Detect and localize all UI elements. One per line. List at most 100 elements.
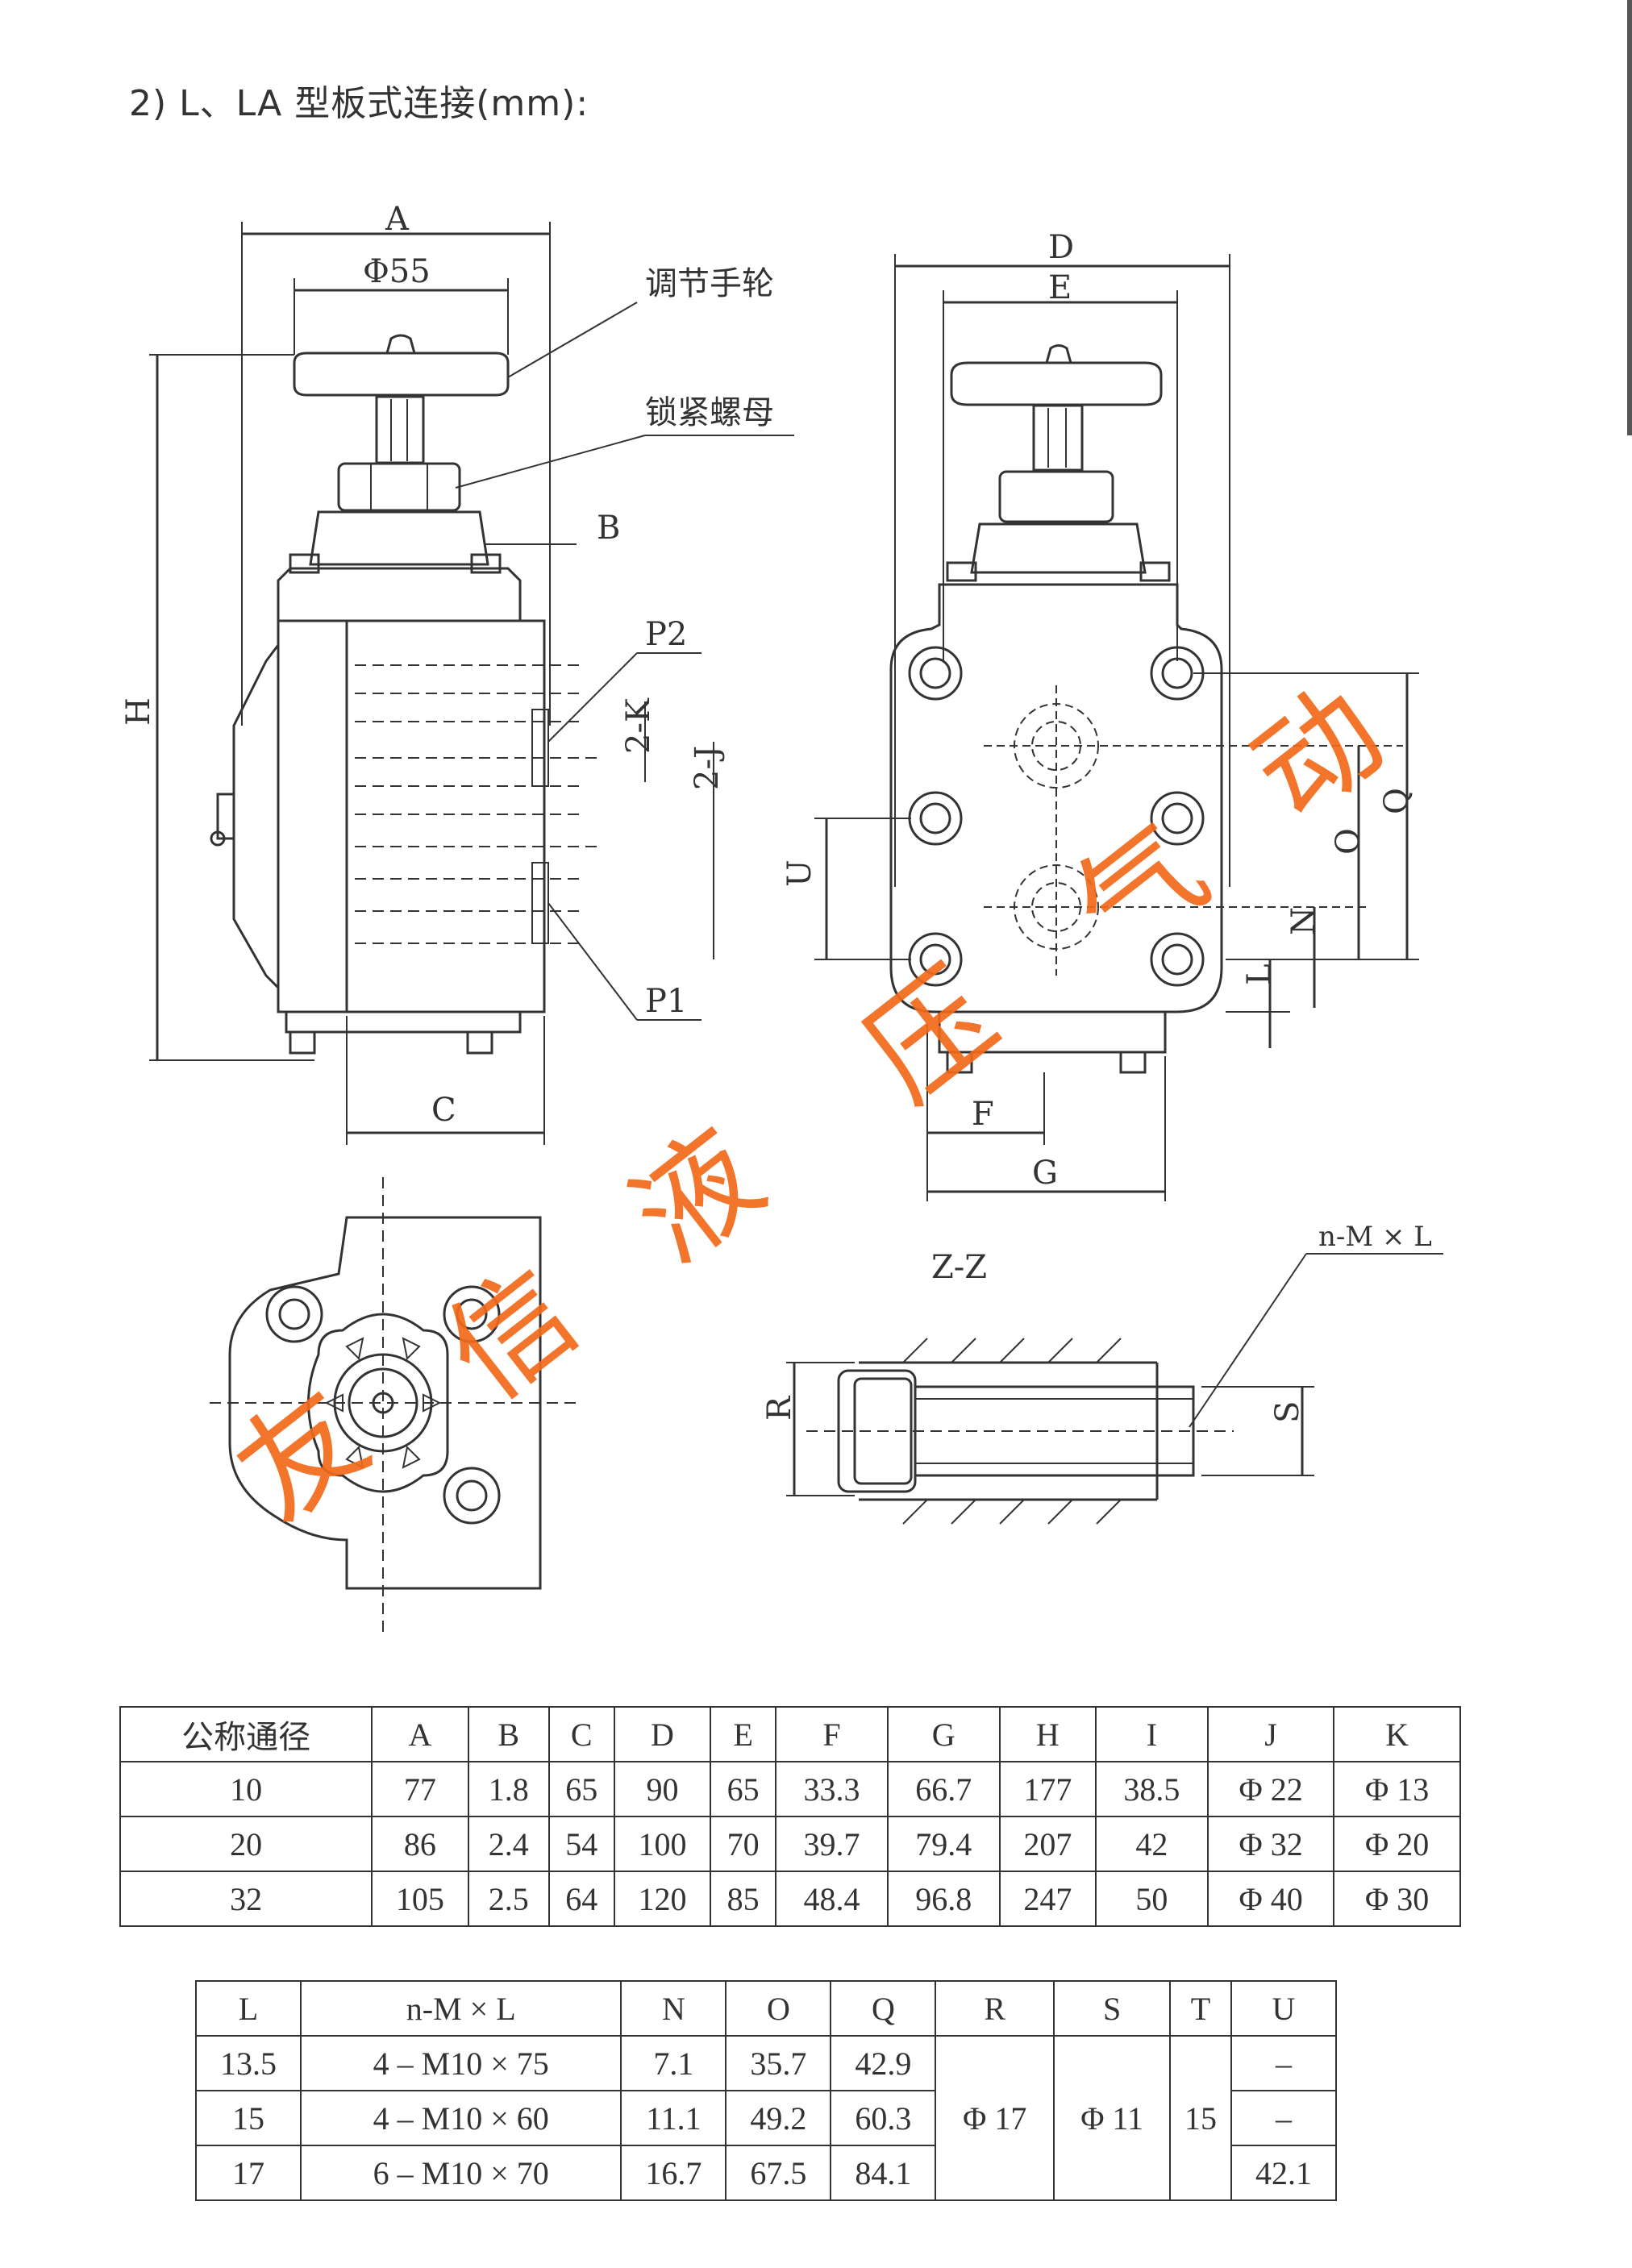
dim-f-label: F xyxy=(972,1096,994,1133)
table-cell: 105 xyxy=(371,1871,469,1927)
table-header-cell: S xyxy=(1053,1980,1172,2037)
table-cell: 1.8 xyxy=(467,1761,550,1817)
dim-phi55-label: Φ55 xyxy=(363,253,431,290)
table-cell: 70 xyxy=(710,1816,777,1872)
table-cell: 17 xyxy=(195,2145,302,2201)
table-cell: 33.3 xyxy=(775,1761,889,1817)
table-cell: 2.5 xyxy=(467,1871,550,1927)
table-cell: 7.1 xyxy=(620,2035,727,2091)
table-cell: 65 xyxy=(710,1761,777,1817)
table-cell: Φ 13 xyxy=(1333,1761,1461,1817)
table-cell: 79.4 xyxy=(886,1816,1001,1872)
p2-label: P2 xyxy=(645,616,687,653)
table-header-cell: R xyxy=(935,1980,1055,2037)
dim-c-label: C xyxy=(431,1092,456,1129)
page-heading: 2) L、LA 型板式连接(mm): xyxy=(129,83,589,124)
table-header-cell: G xyxy=(886,1706,1001,1762)
table-row: 15 4 – M10 × 60 11.1 49.2 60.3 – xyxy=(195,2090,1338,2146)
table-row: 10 77 1.8 65 90 65 33.3 66.7 177 38.5 Φ … xyxy=(119,1761,1461,1817)
table-cell: 85 xyxy=(710,1871,777,1927)
table-cell: 35.7 xyxy=(725,2035,832,2091)
table-header-cell: N xyxy=(620,1980,727,2037)
table-row: 13.5 4 – M10 × 75 7.1 35.7 42.9 Φ 17 Φ 1… xyxy=(195,2035,1338,2201)
table-cell-merged-s: Φ 11 xyxy=(1053,2035,1172,2201)
table-cell: 84.1 xyxy=(830,2145,937,2201)
table-cell: 65 xyxy=(547,1761,615,1817)
table-cell: 67.5 xyxy=(725,2145,832,2201)
handwheel-label: 调节手轮 xyxy=(645,265,774,302)
dim-n-label: N xyxy=(1285,907,1322,935)
table-cell: 4 – M10 × 60 xyxy=(299,2090,622,2146)
table-cell: 64 xyxy=(547,1871,615,1927)
dim-h-label: H xyxy=(120,697,157,726)
dim-2j-label: 2-J xyxy=(689,746,726,790)
table-header-row: L n-M × L N O Q R S T U xyxy=(195,1980,1338,2037)
bottom-view xyxy=(210,1177,581,1637)
table-cell: 42 xyxy=(1095,1816,1209,1872)
table-cell: 32 xyxy=(119,1871,373,1927)
table-header-cell: U xyxy=(1230,1980,1338,2037)
table-cell: 15 xyxy=(195,2090,302,2146)
dim-a-label: A xyxy=(385,201,410,238)
table-cell: – xyxy=(1230,2035,1338,2091)
dim-e-label: E xyxy=(1048,269,1072,306)
table-cell: 54 xyxy=(547,1816,615,1872)
table-cell: 2.4 xyxy=(467,1816,550,1872)
table-header-cell: K xyxy=(1333,1706,1461,1762)
table-row: 32 105 2.5 64 120 85 48.4 96.8 247 50 Φ … xyxy=(119,1871,1461,1927)
table-cell: 96.8 xyxy=(886,1871,1001,1927)
dimension-table-2: L n-M × L N O Q R S T U 13.5 4 – M10 × 7… xyxy=(195,1980,1338,2201)
table-cell: 90 xyxy=(613,1761,712,1817)
dim-q-label: Q xyxy=(1378,788,1415,814)
table-cell: 10 xyxy=(119,1761,373,1817)
section-zz-label: Z-Z xyxy=(931,1249,987,1286)
table-header-cell: A xyxy=(371,1706,469,1762)
table-header-cell: L xyxy=(195,1980,302,2037)
dim-g-label: G xyxy=(1032,1155,1058,1192)
section-zz: Z-Z n-M × L R xyxy=(761,1221,1443,1525)
table-header-cell: I xyxy=(1095,1706,1209,1762)
table-header-cell: n-M × L xyxy=(299,1980,622,2037)
table-cell: 42.1 xyxy=(1230,2145,1338,2201)
table-row: 20 86 2.4 54 100 70 39.7 79.4 207 42 Φ 3… xyxy=(119,1816,1461,1872)
table-header-cell: H xyxy=(998,1706,1097,1762)
table-cell: 86 xyxy=(371,1816,469,1872)
table-header-cell: T xyxy=(1169,1980,1232,2037)
dim-d-label: D xyxy=(1048,229,1074,266)
table-header-cell: 公称通径 xyxy=(119,1706,373,1762)
table-cell: Φ 22 xyxy=(1206,1761,1335,1817)
scan-edge xyxy=(1627,0,1632,435)
dim-s-label: S xyxy=(1269,1401,1306,1423)
table-cell: 49.2 xyxy=(725,2090,832,2146)
front-view: A Φ55 xyxy=(120,201,794,1145)
table-cell: 100 xyxy=(613,1816,712,1872)
table-cell: 11.1 xyxy=(620,2090,727,2146)
table-cell: 48.4 xyxy=(775,1871,889,1927)
technical-drawing: A Φ55 xyxy=(120,201,1443,1637)
locknut-label: 锁紧螺母 xyxy=(645,394,774,431)
table-cell: 50 xyxy=(1095,1871,1209,1927)
table-cell: Φ 40 xyxy=(1206,1871,1335,1927)
table-cell-merged-r: Φ 17 xyxy=(935,2035,1055,2201)
table-cell: 4 – M10 × 75 xyxy=(299,2035,622,2091)
table-header-cell: O xyxy=(725,1980,832,2037)
table-cell: 16.7 xyxy=(620,2145,727,2201)
table-header-cell: Q xyxy=(830,1980,937,2037)
table-row: 17 6 – M10 × 70 16.7 67.5 84.1 42.1 xyxy=(195,2145,1338,2201)
table-cell: 39.7 xyxy=(775,1816,889,1872)
dim-b-label: B xyxy=(597,510,620,547)
table-cell: 38.5 xyxy=(1095,1761,1209,1817)
table-header-cell: B xyxy=(467,1706,550,1762)
table-cell: 6 – M10 × 70 xyxy=(299,2145,622,2201)
table-header-cell: E xyxy=(710,1706,777,1762)
table-cell: 13.5 xyxy=(195,2035,302,2091)
p1-label: P1 xyxy=(645,983,687,1020)
table-header-cell: J xyxy=(1206,1706,1335,1762)
table-header-cell: D xyxy=(613,1706,712,1762)
dim-u-label: U xyxy=(781,859,818,887)
dim-2k-label: 2-K xyxy=(620,697,657,754)
table-header-cell: C xyxy=(547,1706,615,1762)
table-cell: 177 xyxy=(998,1761,1097,1817)
dim-l-label: L xyxy=(1241,963,1278,985)
table-header-row: 公称通径 A B C D E F G H I J K xyxy=(119,1706,1461,1762)
